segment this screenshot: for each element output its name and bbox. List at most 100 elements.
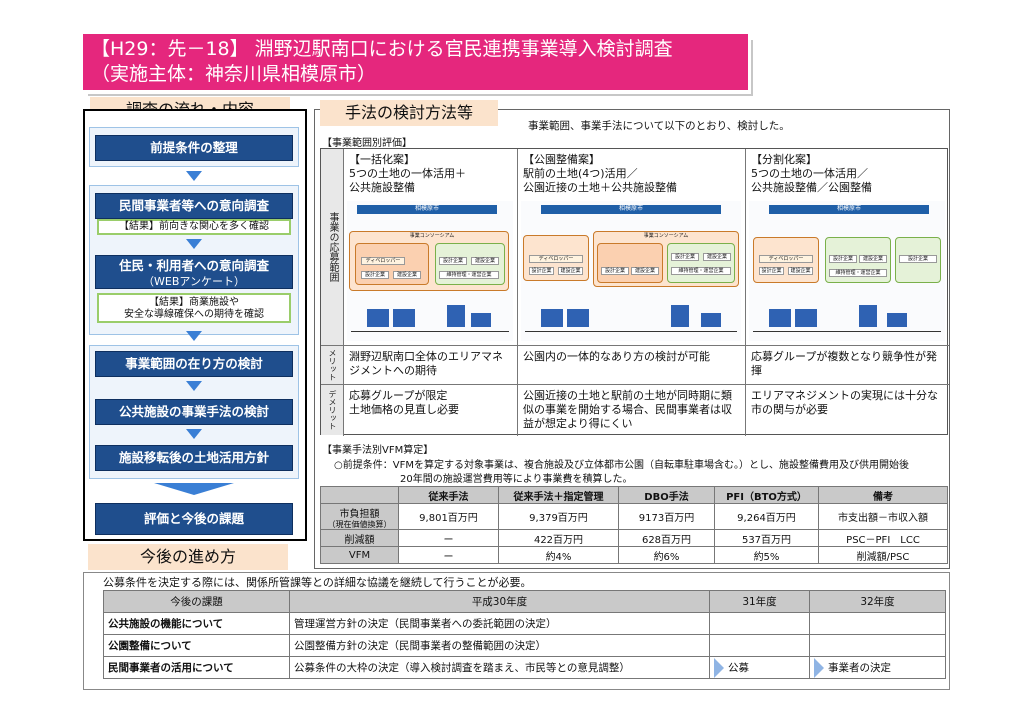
future-table: 今後の課題 平成30年度 31年度 32年度 公共施設の機能について 管理運営方…	[103, 590, 946, 679]
vfm-cell: ー	[398, 546, 499, 564]
title-line-2: （実施主体：神奈川県相模原市）	[91, 63, 377, 85]
grid-divider	[321, 345, 949, 346]
ground-line	[351, 331, 509, 332]
future-header-cell: 31年度	[709, 590, 810, 613]
facility-block	[795, 309, 817, 327]
case-3-merit: 応募グループが複数となり競争性が発揮	[751, 350, 938, 377]
case-2-merit: 公園内の一体的なあり方の検討が可能	[523, 350, 710, 363]
design-box: 設計企業	[361, 271, 389, 279]
vfm-cell: ー	[398, 529, 499, 547]
future-h32-text: 事業者の決定	[828, 661, 891, 674]
facility-block	[471, 313, 491, 327]
case-2-demerit: 公園近接の土地と駅前の土地が同時期に類似の事業を開始する場合、民間事業者は収益が…	[523, 389, 732, 430]
row-head-merit: メリット	[321, 346, 343, 384]
flow-arrow-down	[186, 331, 202, 341]
facility-block	[541, 309, 563, 327]
vfm-row-label: VFM	[320, 546, 399, 564]
future-h30: 公園整備方針の決定（民間事業者の整備範囲の決定）	[289, 634, 710, 657]
vfm-cell: 628百万円	[618, 529, 715, 547]
flow-arrow-down	[186, 239, 202, 249]
vfm-cell: 約6%	[618, 546, 715, 564]
vfm-cell: PSC－PFI LCC	[818, 529, 948, 547]
case-1-diagram: 相模原市 事業コンソーシアム ディベロッパー 設計企業 建設企業 設計企業 建設…	[347, 201, 513, 341]
vfm-header-cell: 従来手法＋指定管理	[498, 486, 619, 504]
table-row: 削減額 ー 422百万円 628百万円 537百万円 PSC－PFI LCC	[320, 529, 948, 547]
case-2-diagram: 相模原市 ディベロッパー 設計企業 建設企業 事業コンソーシアム 設計企業 建設…	[521, 201, 741, 341]
flow-result-resident-line2: 安全な導線確保への期待を確認	[124, 309, 264, 320]
flow-step-business-survey: 民間事業者等への意向調査	[95, 193, 293, 219]
vfm-row-label: 削減額	[320, 529, 399, 547]
flow-step-premise: 前提条件の整理	[95, 135, 293, 161]
future-h32	[809, 634, 946, 657]
eval-title: 【事業範囲別評価】	[322, 138, 412, 149]
facility-block	[859, 305, 877, 327]
design-box: 設計企業	[899, 255, 937, 263]
flow-step-land-use: 施設移転後の土地活用方針	[95, 445, 293, 471]
developer-box: ディベロッパー	[529, 255, 583, 263]
facility-block	[447, 305, 465, 327]
case-3-desc2: 公共施設整備／公園整備	[751, 181, 872, 194]
construction-box: 建設企業	[393, 271, 421, 279]
construction-box: 建設企業	[471, 257, 499, 265]
flow-arrow-down	[186, 429, 202, 439]
vfm-note-2: 20年間の施設運営費用等により事業費を積算した。	[400, 474, 633, 485]
future-header-cell: 平成30年度	[289, 590, 710, 613]
case-3-demerit: エリアマネジメントの実現には十分な市の関与が必要	[751, 389, 938, 416]
future-task: 公園整備について	[103, 634, 290, 657]
flow-step-evaluation: 評価と今後の課題	[95, 503, 293, 535]
flow-result-business: 【結果】前向きな関心を多く確認	[97, 219, 291, 235]
table-row: 公園整備について 公園整備方針の決定（民間事業者の整備範囲の決定）	[103, 634, 946, 657]
case-2-name: 【公園整備案】	[523, 153, 600, 166]
table-row: 民間事業者の活用について 公募条件の大枠の決定（導入検討調査を踏まえ、市民等との…	[103, 656, 946, 679]
grid-divider	[343, 149, 344, 436]
vfm-header-row: 従来手法 従来手法＋指定管理 DBO手法 PFI（BTO方式） 備考	[320, 486, 948, 504]
case-3-header: 【分割化案】 5つの土地の一体活用／ 公共施設整備／公園整備	[747, 151, 947, 197]
maintenance-box: 維持管理・運営企業	[829, 269, 887, 277]
vfm-cell: 9,264百万円	[714, 503, 819, 530]
facility-block	[701, 313, 721, 327]
table-row: 市負担額 （現在価値換算） 9,801百万円 9,379百万円 9173百万円 …	[320, 503, 948, 530]
flow-arrow-down-wide	[154, 483, 234, 495]
ground-line	[753, 331, 941, 332]
design-box: 設計企業	[829, 255, 857, 263]
future-h30: 管理運営方針の決定（民間事業者への委託範囲の決定）	[289, 612, 710, 635]
title-shadow	[88, 40, 753, 96]
construction-box: 建設企業	[558, 267, 583, 275]
vfm-note-1: ○前提条件：VFMを算定する対象事業は、複合施設及び立体都市公園（自転車駐車場含…	[334, 460, 909, 471]
facility-block	[367, 309, 389, 327]
future-h31	[709, 612, 810, 635]
design-box: 設計企業	[439, 257, 467, 265]
flow-step-scope: 事業範囲の在り方の検討	[95, 351, 293, 377]
future-intro: 公募条件を決定する際には、関係所管課等との詳細な協議を継続して行うことが必要。	[103, 576, 532, 589]
vfm-header-cell	[320, 486, 399, 504]
flow-step-resident-sub: （WEBアンケート）	[143, 275, 245, 288]
design-box: 設計企業	[759, 267, 784, 275]
vfm-cell: 9173百万円	[618, 503, 715, 530]
case-2-desc2: 公園近接の土地＋公共施設整備	[523, 181, 677, 194]
future-h31-text: 公募	[728, 661, 749, 674]
developer-box: ディベロッパー	[759, 255, 813, 263]
case-1-demerit: 応募グループが限定 土地価格の見直し必要	[349, 389, 459, 416]
flow-result-resident-line1: 【結果】商業施設や	[149, 297, 239, 308]
vfm-row-label-sub: （現在価値換算）	[327, 519, 392, 529]
future-h30-text: 公募条件の大枠の決定（導入検討調査を踏まえ、市民等との意見調整）	[294, 662, 630, 674]
table-row: 公共施設の機能について 管理運営方針の決定（民間事業者への委託範囲の決定）	[103, 612, 946, 635]
flow-result-resident: 【結果】商業施設や 安全な導線確保への期待を確認	[97, 293, 291, 323]
flow-step-resident-title: 住民・利用者への意向調査	[118, 258, 269, 273]
future-task: 公共施設の機能について	[103, 612, 290, 635]
row-head-demerit: デメリット	[321, 385, 343, 435]
future-header-row: 今後の課題 平成30年度 31年度 32年度	[103, 590, 946, 613]
vfm-header-cell: DBO手法	[618, 486, 715, 504]
title-line-1: 【H29：先－18】 淵野辺駅南口における官民連携事業導入検討調査	[91, 38, 673, 60]
flow-arrow-down	[186, 171, 202, 181]
maintenance-box: 維持管理・運営企業	[671, 267, 731, 275]
case-1-desc2: 公共施設整備	[349, 181, 415, 194]
vfm-row-label: 市負担額 （現在価値換算）	[320, 503, 399, 530]
design-box: 設計企業	[601, 267, 629, 275]
future-h31: 公募	[709, 656, 810, 679]
case-2-header: 【公園整備案】 駅前の土地(4つ)活用／ 公園近接の土地＋公共施設整備	[519, 151, 743, 197]
case-3-name: 【分割化案】	[751, 153, 817, 166]
design-box: 設計企業	[529, 267, 554, 275]
consortium-label: 事業コンソーシアム	[409, 233, 455, 239]
vfm-header-cell: 従来手法	[398, 486, 499, 504]
